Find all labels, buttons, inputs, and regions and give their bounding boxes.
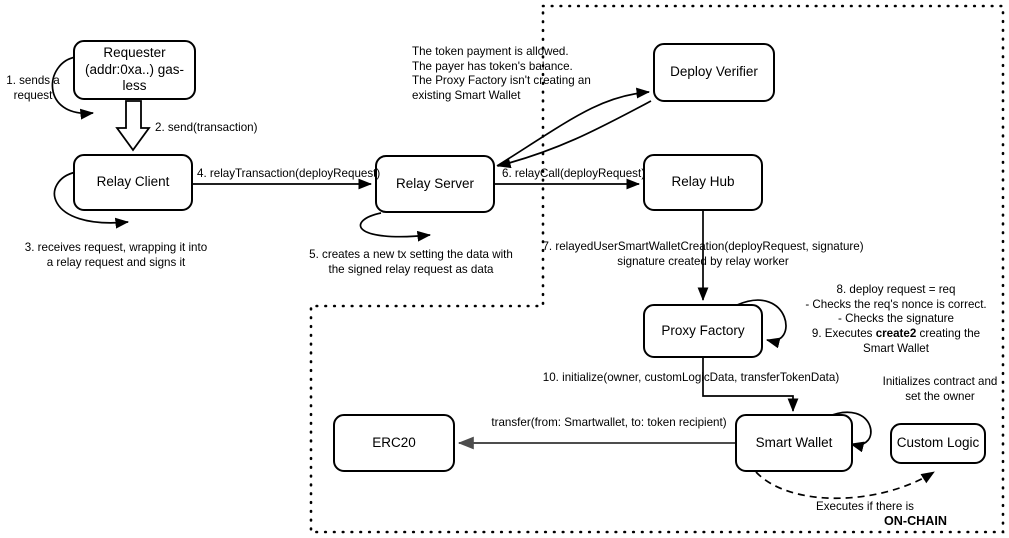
label-executes-if: Executes if there is	[816, 500, 914, 513]
node-deploy-verifier[interactable]: Deploy Verifier	[653, 43, 775, 102]
node-relay-client-label: Relay Client	[96, 174, 170, 190]
node-proxy-factory[interactable]: Proxy Factory	[643, 304, 763, 358]
node-relay-server-label: Relay Server	[395, 175, 475, 191]
node-smart-wallet-label: Smart Wallet	[755, 434, 833, 450]
node-relay-server[interactable]: Relay Server	[375, 155, 495, 213]
edge-step89-self-loop	[736, 299, 787, 349]
node-relay-client[interactable]: Relay Client	[73, 154, 193, 211]
label-step2: 2. send(transaction)	[155, 121, 258, 134]
node-requester[interactable]: Requester (addr:0xa..) gas-less	[73, 40, 196, 100]
label-step10: 10. initialize(owner, customLogicData, t…	[542, 371, 840, 384]
node-erc20-label: ERC20	[372, 434, 416, 450]
node-deploy-verifier-label: Deploy Verifier	[670, 64, 758, 80]
node-custom-logic[interactable]: Custom Logic	[890, 423, 986, 464]
label-transfer: transfer(from: Smartwallet, to: token re…	[491, 416, 727, 429]
edge-executes-if-there-is	[755, 471, 935, 500]
edge-step10-initialize	[702, 358, 799, 413]
label-step89-head: 8. deploy request = req - Checks the req…	[805, 283, 987, 341]
edge-step5-self-loop	[359, 212, 432, 242]
label-step4: 4. relayTransaction(deployRequest)	[197, 167, 381, 180]
label-step5: 5. creates a new tx setting the data wit…	[309, 248, 513, 276]
edge-smart-wallet-self-loop	[826, 411, 872, 453]
edge-step1-self-loop	[51, 56, 95, 120]
edge-step3-self-loop	[53, 171, 130, 229]
node-relay-hub[interactable]: Relay Hub	[643, 154, 763, 211]
node-proxy-factory-label: Proxy Factory	[661, 322, 745, 338]
edge-relay-server-to-verifier	[496, 87, 651, 167]
label-on-chain: ON-CHAIN	[884, 514, 947, 528]
edge-step2-send-transaction	[115, 100, 151, 152]
node-relay-hub-label: Relay Hub	[671, 174, 735, 190]
node-requester-label: Requester (addr:0xa..) gas-less	[84, 45, 185, 94]
label-initialize-note: Initializes contract and set the owner	[882, 375, 998, 403]
edge-verifier-to-relay-server	[497, 100, 652, 169]
node-custom-logic-label: Custom Logic	[896, 435, 980, 451]
label-step1: 1. sends a request	[6, 74, 60, 102]
label-deploy-verifier-note: The token payment is allowed. The payer …	[412, 45, 591, 103]
label-step6: 6. relayCall(deployRequest)	[502, 167, 646, 180]
node-smart-wallet[interactable]: Smart Wallet	[735, 414, 853, 472]
label-step9-create2: create2	[875, 327, 917, 341]
node-erc20[interactable]: ERC20	[333, 414, 455, 472]
label-step9-tail: creating the Smart Wallet	[863, 327, 981, 355]
label-step7: 7. relayedUserSmartWalletCreation(deploy…	[542, 240, 864, 268]
label-step89: 8. deploy request = req - Checks the req…	[790, 283, 1002, 357]
label-step3: 3. receives request, wrapping it into a …	[24, 241, 208, 269]
